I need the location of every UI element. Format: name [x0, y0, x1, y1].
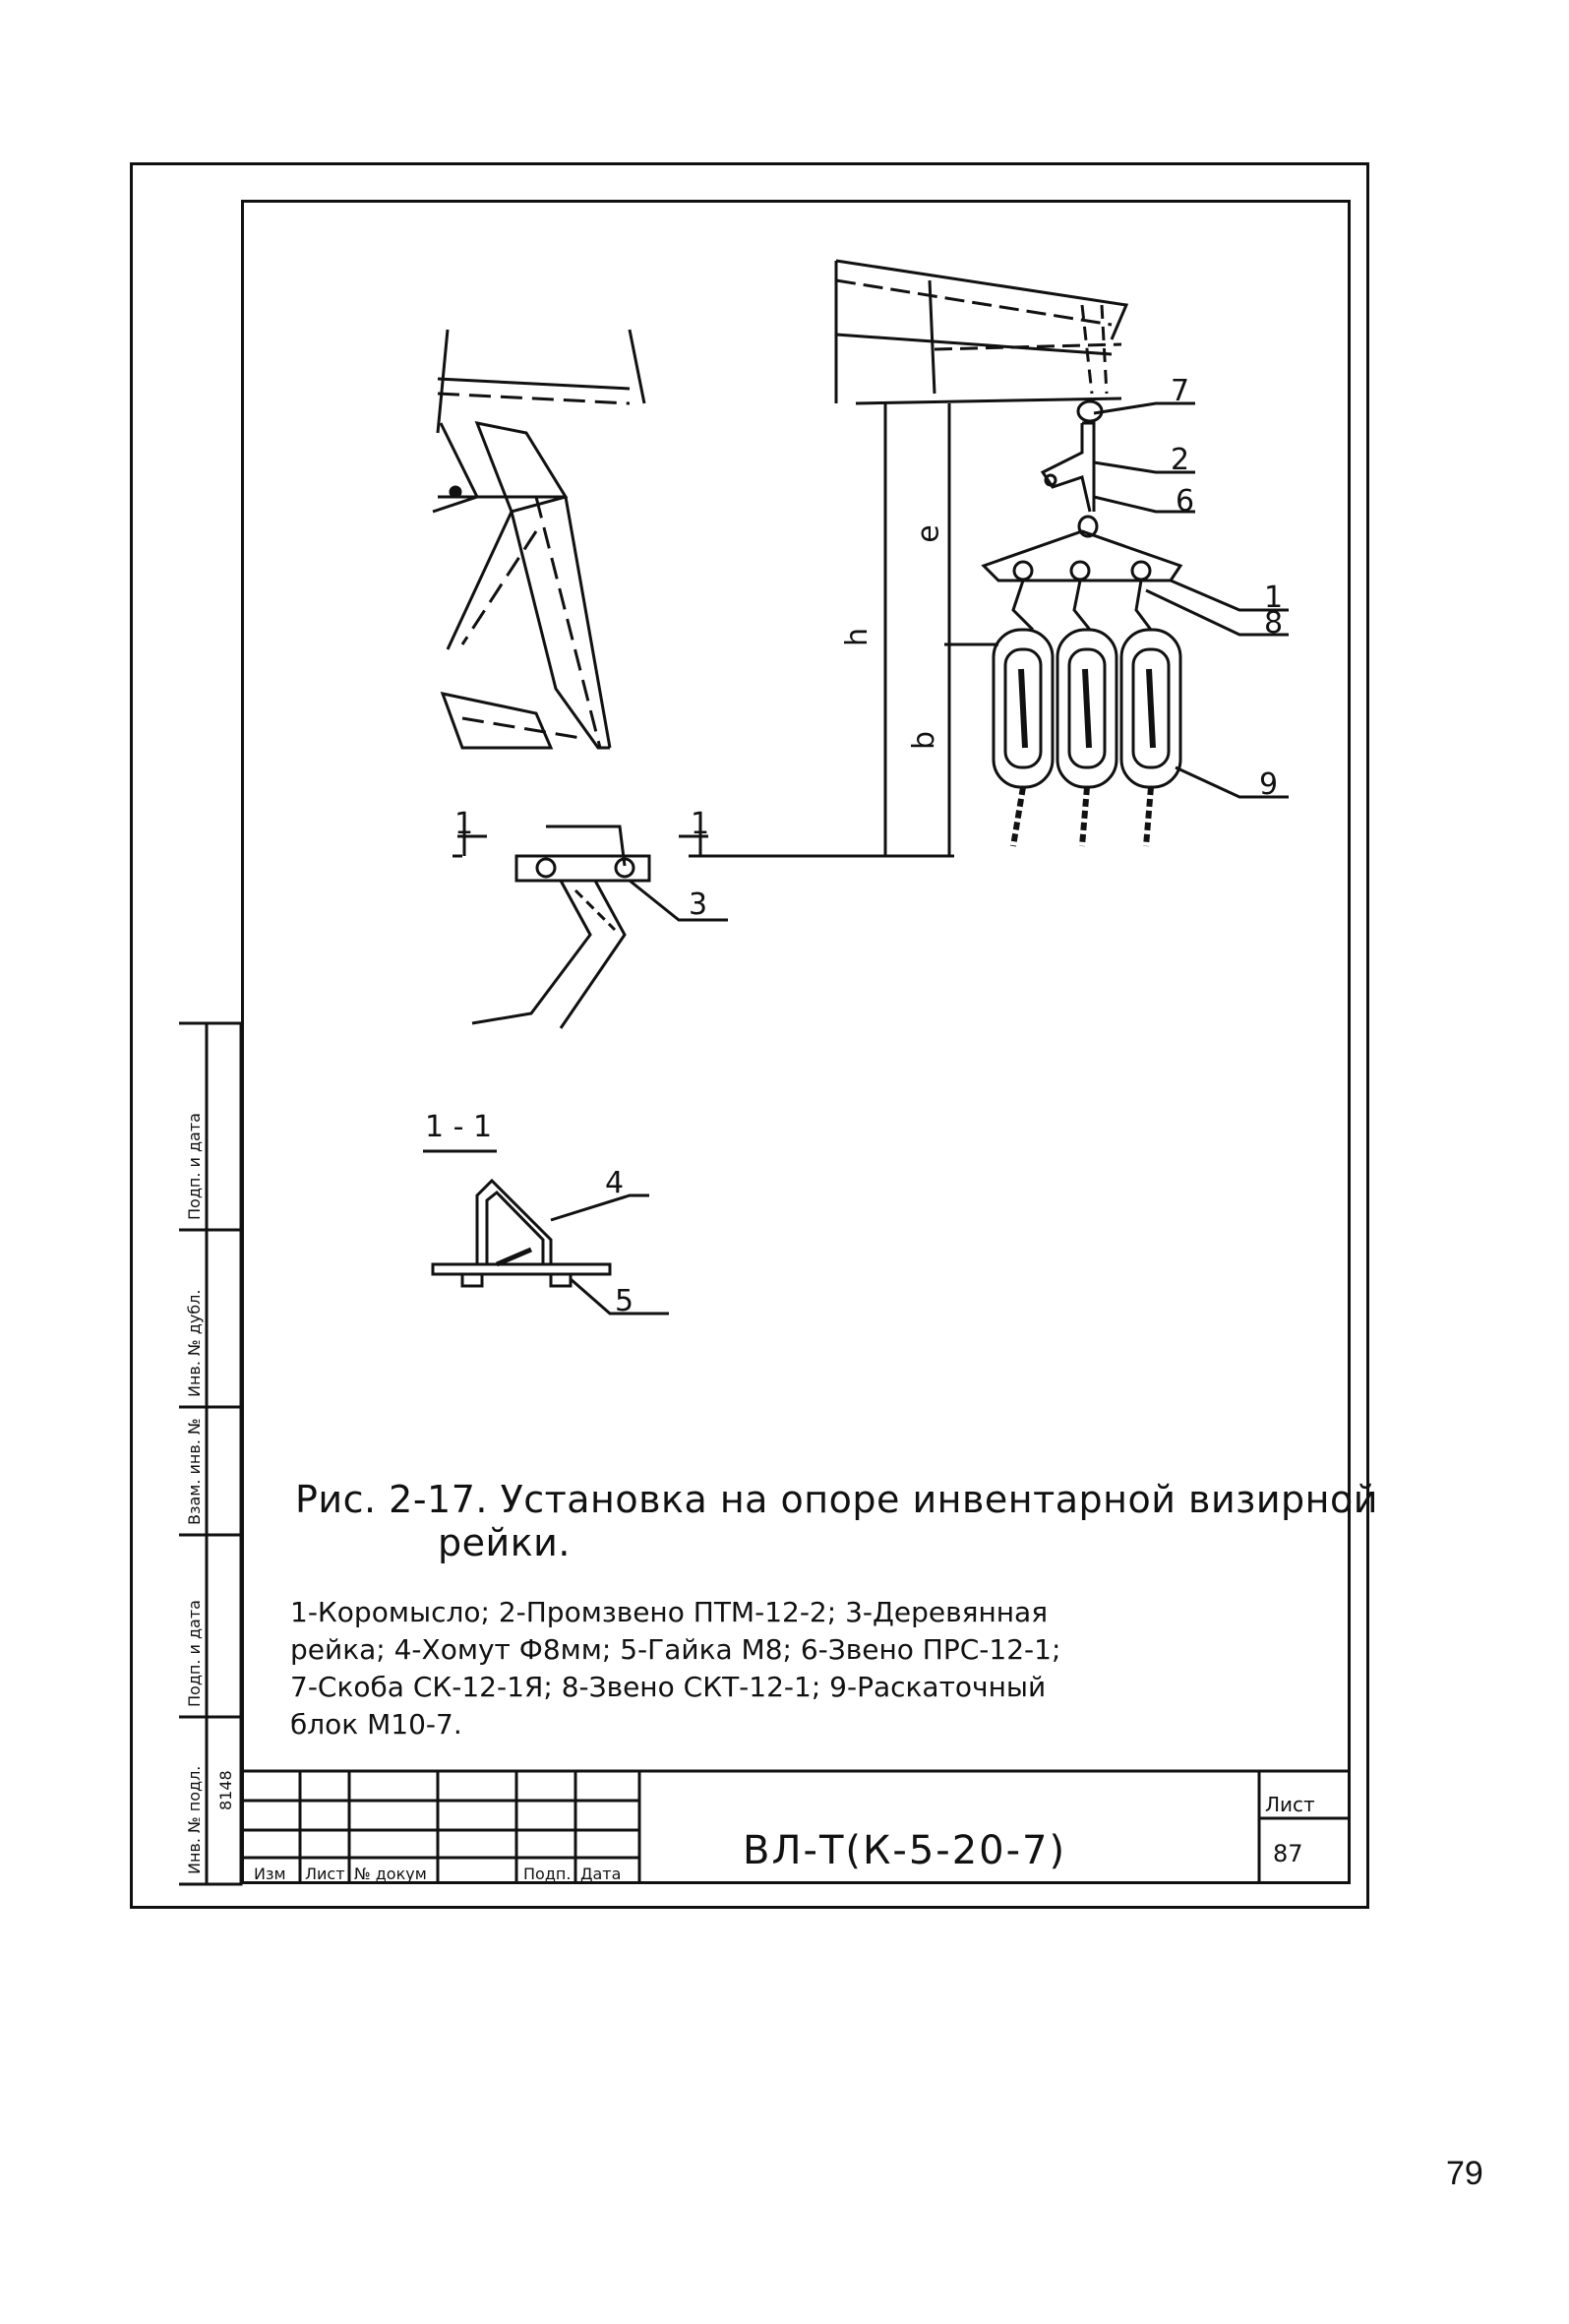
section-1-1 — [423, 1149, 669, 1315]
stamp-vzam-inv: Взам. инв. № — [185, 1418, 204, 1525]
callout-7: 7 — [1171, 374, 1190, 408]
dimension-h: h — [840, 627, 875, 647]
callout-5: 5 — [615, 1284, 634, 1318]
sheet-label: Лист — [1265, 1793, 1315, 1816]
stamp-inv-podl: Инв. № подл. — [185, 1765, 204, 1874]
tb-header-list: Лист — [305, 1865, 345, 1883]
page-number: 79 — [1446, 2155, 1483, 2192]
legend-line: рейка; 4-Хомут Ф8мм; 5-Гайка М8; 6-Звено… — [290, 1633, 1061, 1666]
callout-6: 6 — [1176, 484, 1195, 519]
legend-line: 7-Скоба СК-12-1Я; 8-Звено СКТ-12-1; 9-Ра… — [290, 1671, 1047, 1703]
dimension-b: b — [907, 730, 942, 751]
section-mark-left: 1 — [454, 807, 474, 841]
callout-9: 9 — [1259, 767, 1279, 802]
rail-mount-view — [453, 817, 728, 1029]
title-block — [179, 1021, 1351, 1886]
hanging-assembly — [981, 399, 1183, 847]
stamp-inv-number: 8148 — [216, 1770, 235, 1810]
section-mark-right: 1 — [691, 807, 710, 841]
tb-header-sign: Подп. — [523, 1865, 572, 1883]
dimension-e: e — [911, 524, 946, 543]
callout-8: 8 — [1264, 606, 1284, 641]
sheet-number: 87 — [1273, 1840, 1303, 1867]
callout-3: 3 — [689, 887, 708, 922]
tb-header-date: Дата — [580, 1865, 622, 1883]
legend-line: 1-Коромысло; 2-Промзвено ПТМ-12-2; 3-Дер… — [290, 1596, 1049, 1628]
callout-leaders — [1093, 401, 1289, 799]
legend-line: блок М10-7. — [290, 1708, 462, 1741]
stamp-podp-data-1: Подп. и дата — [185, 1600, 204, 1707]
drawing-outer-frame — [130, 162, 1369, 1909]
tb-header-izm: Изм — [254, 1865, 286, 1883]
caption-line-1: Рис. 2-17. Установка на опоре инвентарно… — [295, 1478, 1378, 1521]
stamp-inv-dubl: Инв. № дубл. — [185, 1289, 204, 1397]
callout-4: 4 — [605, 1166, 625, 1200]
section-title: 1 - 1 — [425, 1110, 493, 1144]
parts-legend: 1-Коромысло; 2-Промзвено ПТМ-12-2; 3-Дер… — [290, 1594, 1235, 1743]
support-structure-view — [432, 329, 646, 750]
callout-1: 1 — [1264, 581, 1284, 615]
caption-line-2: рейки. — [438, 1521, 571, 1564]
callout-2: 2 — [1171, 443, 1190, 477]
figure-caption: Рис. 2-17. Установка на опоре инвентарно… — [295, 1481, 1378, 1561]
dimension-lines — [689, 403, 998, 858]
crossarm-beam — [834, 259, 1129, 405]
document-code: ВЛ-Т(К-5-20-7) — [743, 1828, 1067, 1873]
stamp-podp-data-2: Подп. и дата — [185, 1113, 204, 1220]
tb-header-doc: № докум — [354, 1865, 427, 1883]
